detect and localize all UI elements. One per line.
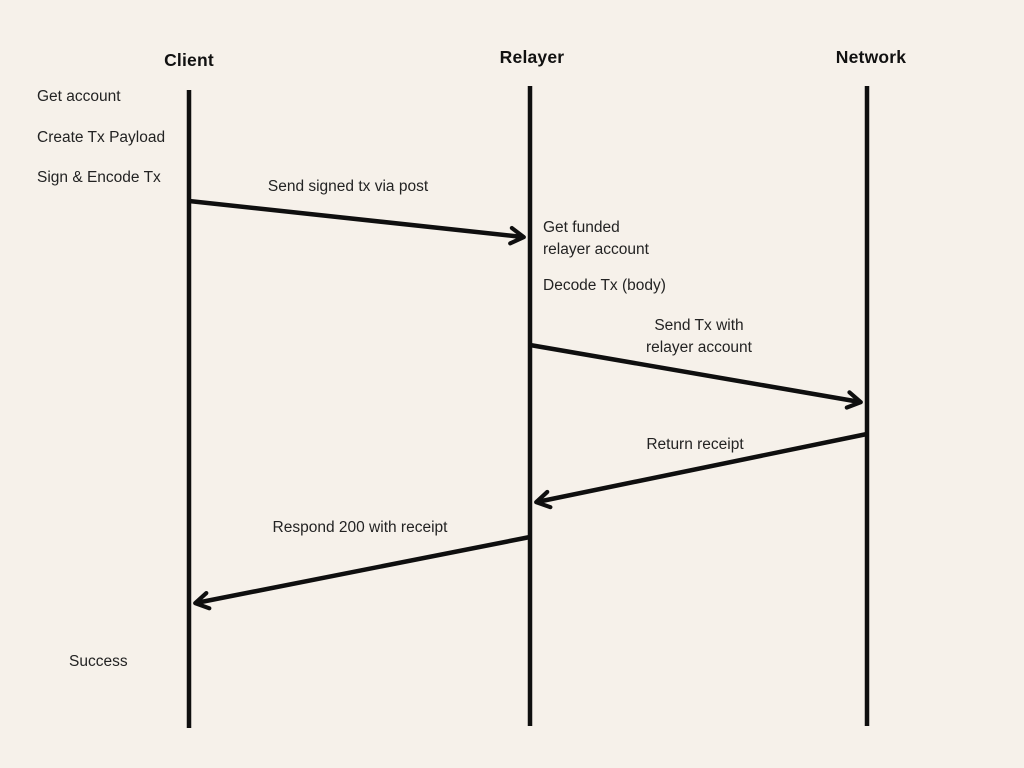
message-label-send-signed-tx: Send signed tx via post — [267, 178, 429, 195]
actor-title-relayer: Relayer — [499, 47, 565, 67]
note-decode-tx-body: Decode Tx (body) — [543, 277, 666, 294]
note-create-tx-payload: Create Tx Payload — [37, 129, 166, 146]
arrow-return-receipt-network-to-relayer — [534, 431, 868, 510]
arrow-send-signed-tx-client-to-relayer — [188, 198, 526, 246]
message-label-send-tx: Send Tx with relayer account — [646, 317, 752, 356]
arrow-respond-200-relayer-to-client — [193, 534, 531, 611]
message-label-return-receipt: Return receipt — [646, 436, 744, 453]
note-sign-encode-tx: Sign & Encode Tx — [37, 169, 161, 186]
actor-title-client: Client — [164, 50, 214, 70]
arrow-send-tx-relayer-to-network — [529, 342, 863, 410]
message-label-respond-200: Respond 200 with receipt — [272, 519, 448, 536]
actor-title-network: Network — [835, 47, 907, 67]
note-success: Success — [69, 653, 128, 670]
note-get-funded-relayer-account: Get funded relayer account — [543, 219, 649, 258]
note-get-account: Get account — [37, 88, 121, 105]
